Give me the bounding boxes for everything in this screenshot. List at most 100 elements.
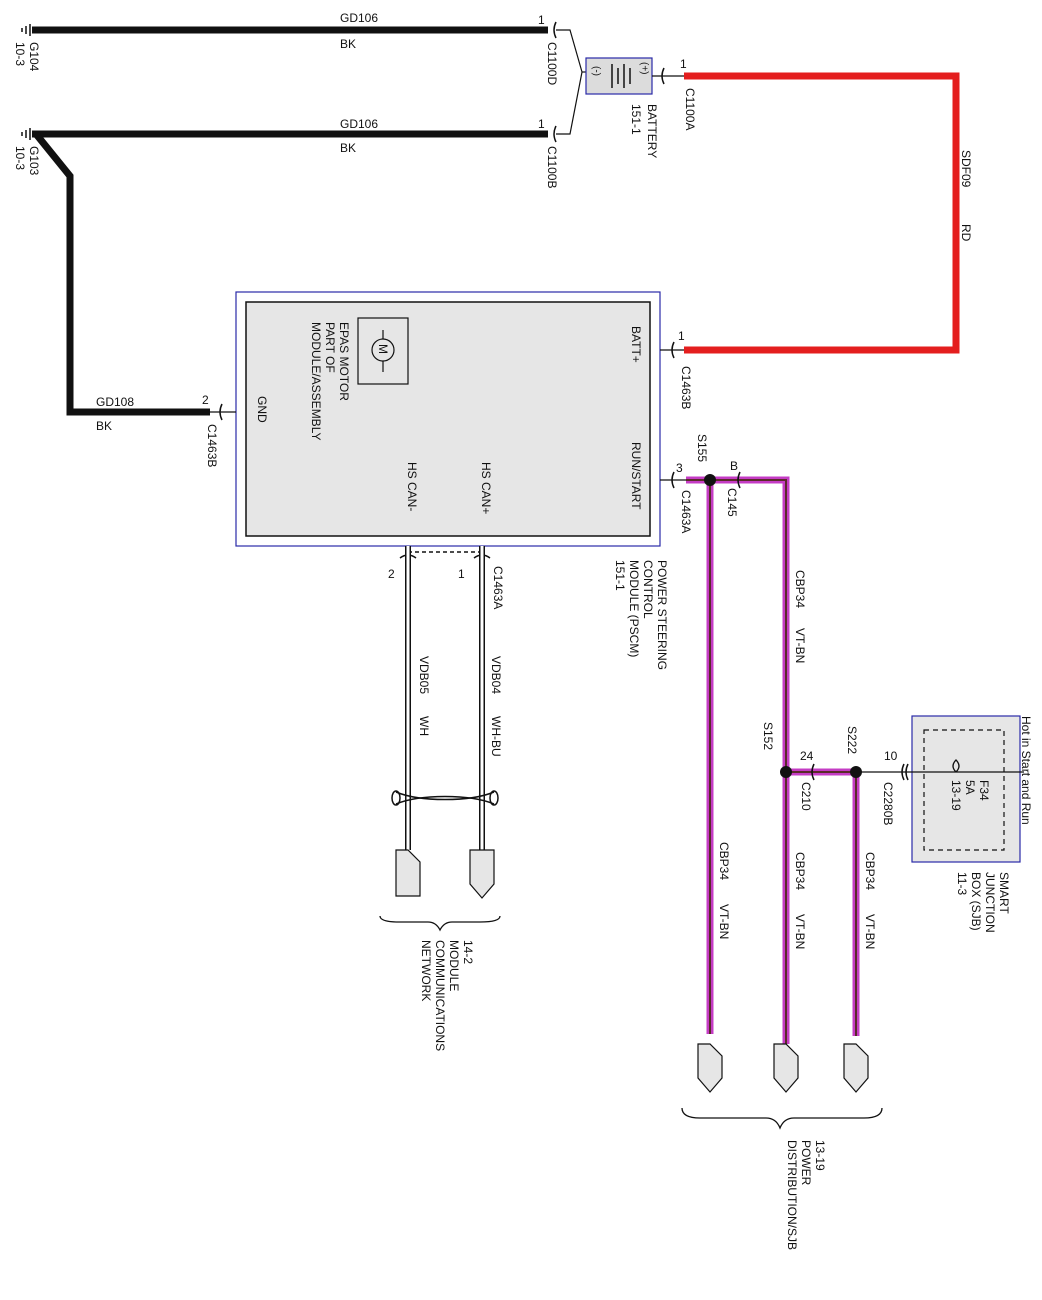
- wire-sdf09-circuit: SDF09: [959, 150, 973, 188]
- connector-symbol-c145: [737, 471, 741, 489]
- splice-s155-dot: [704, 474, 716, 486]
- module-pin-gnd: GND: [255, 396, 269, 423]
- pin-can-minus: 2: [388, 567, 395, 581]
- sjb-fuse-amps: 5A: [963, 780, 977, 795]
- ref-network-line4: NETWORK: [419, 940, 433, 1001]
- motor-label-line3: MODULE/ASSEMBLY: [309, 322, 323, 440]
- battery-cells: [611, 64, 631, 88]
- wire-cbp34-upper-circuit: CBP34: [793, 570, 807, 608]
- connector-symbol-c2280b: [901, 763, 905, 781]
- wire-cbp34-right-circuit: CBP34: [863, 852, 877, 890]
- connector-c210: C210: [799, 782, 813, 811]
- twisted-pair-icon: [391, 790, 499, 806]
- ref-network-line1: 14-2: [461, 940, 475, 964]
- splice-s152-dot: [780, 766, 792, 778]
- connector-symbol-c1100a: [661, 67, 665, 85]
- ground-wires: [32, 26, 548, 416]
- connector-c145: C145: [725, 488, 739, 517]
- pin-run-start: 3: [676, 461, 683, 475]
- brace-power: [681, 1107, 883, 1130]
- brace-network: [379, 915, 501, 932]
- ground-symbol-g104: [21, 24, 31, 36]
- ground-g103-page: 10-3: [13, 146, 27, 170]
- module-inner-box: [245, 301, 651, 537]
- module-pin-batt: BATT+: [629, 326, 643, 363]
- motor-icon: [371, 338, 395, 362]
- ref-power-line1: 13-19: [813, 1140, 827, 1171]
- wire-sdf09-color: RD: [959, 224, 973, 242]
- fuse-icon: [952, 759, 960, 773]
- sjb-name-line2: JUNCTION: [983, 872, 997, 933]
- connector-c1463b-batt: C1463B: [679, 366, 693, 409]
- connector-symbol-sjb: [905, 763, 909, 781]
- wire-gd106-bottom-circuit: GD106: [340, 117, 378, 131]
- connector-symbol-c1463b-gnd: [219, 403, 223, 421]
- wire-gd108-circuit: GD108: [96, 395, 134, 409]
- wire-vdb04-circuit: VDB04: [489, 656, 503, 694]
- connector-c1100a: C1100A: [683, 88, 697, 130]
- sjb-hot-label: Hot in Start and Run: [1019, 716, 1033, 825]
- battery-minus: (-): [591, 66, 602, 76]
- pin-c2280b: 10: [884, 749, 898, 763]
- wire-gd108-color: BK: [96, 419, 112, 433]
- ground-symbol-g103: [21, 128, 31, 140]
- connector-symbol-c1100d: [553, 21, 557, 39]
- connector-c1463b-gnd: C1463B: [205, 424, 219, 467]
- wire-cbp34-right-color: VT-BN: [863, 914, 877, 949]
- splice-s152: S152: [761, 722, 775, 750]
- module-name-line1: POWER STEERING: [655, 560, 669, 670]
- sjb-name-line1: SMART: [997, 872, 1011, 914]
- sjb-box: [911, 715, 1021, 863]
- ref-network-line3: COMMUNICATIONS: [433, 940, 447, 1051]
- module-pin-hs-can-minus: HS CAN-: [405, 462, 419, 511]
- splice-s222: S222: [845, 726, 859, 754]
- wire-sdf09: [684, 72, 960, 354]
- pin-can-plus: 1: [458, 567, 465, 581]
- wire-cbp34-mid-color: VT-BN: [793, 914, 807, 949]
- arrow-can-minus: [395, 849, 421, 897]
- pin-c1100a: 1: [680, 57, 687, 71]
- wire-vdb04-color: WH-BU: [489, 716, 503, 757]
- ref-network-line2: MODULE: [447, 940, 461, 991]
- arrow-power-left: [697, 1043, 723, 1093]
- battery-page: 151-1: [629, 104, 643, 135]
- pin-c1463b-gnd: 2: [202, 393, 209, 407]
- connector-symbol-c1100b: [553, 125, 557, 143]
- pin-c210: 24: [800, 749, 814, 763]
- sjb-inner-dashed: [923, 729, 1005, 851]
- battery-plus: (+): [639, 62, 650, 75]
- pin-c145: B: [730, 459, 738, 473]
- battery-negative-lead: [556, 29, 590, 135]
- pin-c1463b-batt: 1: [678, 329, 685, 343]
- wire-gd106-bottom-color: BK: [340, 141, 356, 155]
- wire-gd106-top-circuit: GD106: [340, 11, 378, 25]
- ground-g104-id: G104: [27, 42, 41, 72]
- module-name-line4: 151-1: [613, 560, 627, 591]
- sjb-name-line4: 11-3: [955, 872, 969, 895]
- ref-power-line3: DISTRIBUTION/SJB: [785, 1140, 799, 1250]
- ref-power-line2: POWER: [799, 1140, 813, 1186]
- arrow-power-right: [843, 1043, 869, 1093]
- motor-symbol-letter: M: [376, 344, 390, 354]
- can-connector-c1463a: [399, 554, 491, 559]
- wire-gd106-top-color: BK: [340, 37, 356, 51]
- sjb-name-line3: BOX (SJB): [969, 872, 983, 931]
- motor-label-line1: EPAS MOTOR: [337, 322, 351, 401]
- wire-cbp34-left-circuit: CBP34: [717, 842, 731, 880]
- module-pin-run-start: RUN/START: [629, 442, 643, 510]
- connector-c1463a-run: C1463A: [679, 490, 693, 533]
- splice-s222-dot: [850, 766, 862, 778]
- arrow-power-mid: [773, 1043, 799, 1093]
- pin-c1100d: 1: [538, 13, 545, 27]
- connector-symbol-c210: [811, 763, 815, 781]
- wire-vdb05-circuit: VDB05: [417, 656, 431, 694]
- wire-cbp34-mid-circuit: CBP34: [793, 852, 807, 890]
- wire-cbp34-run-start: [686, 476, 904, 1044]
- connector-symbol-c1463b-batt: [671, 341, 675, 359]
- ground-g103-id: G103: [27, 146, 41, 176]
- wire-cbp34-upper-color: VT-BN: [793, 628, 807, 663]
- motor-label-line2: PART OF: [323, 322, 337, 373]
- module-name-line2: CONTROL: [641, 560, 655, 619]
- module-name-line3: MODULE (PSCM): [627, 560, 641, 657]
